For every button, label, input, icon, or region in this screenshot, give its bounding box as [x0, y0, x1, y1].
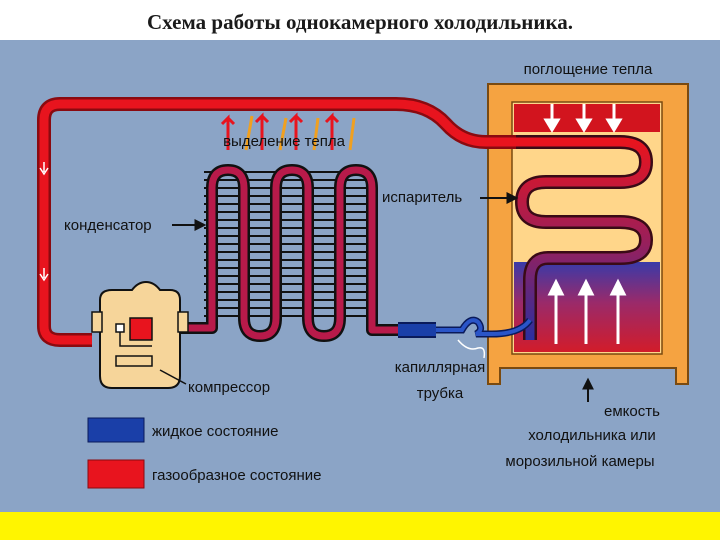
condenser-fins [204, 171, 372, 317]
heat-absorption-arrows [543, 104, 623, 133]
chamber-label-line1: емкость [604, 403, 660, 420]
legend-liquid-label: жидкое состояние [152, 423, 278, 440]
legend-gas-label: газообразное состояние [152, 467, 322, 484]
flow-arrows-left [39, 162, 49, 282]
page-title: Схема работы однокамерного холодильника. [147, 10, 573, 34]
legend: жидкое состояние газообразное состояние [87, 417, 322, 489]
diagram-panel: поглощение тепла выделение тепла испарит… [0, 40, 720, 512]
compressor-label: компрессор [188, 379, 270, 396]
condenser-label: конденсатор [64, 217, 152, 234]
chamber-label-line2: холодильника или [528, 427, 656, 444]
heat-release-label: выделение тепла [223, 133, 346, 150]
capillary-pointer [457, 339, 486, 359]
liquid-pipe [398, 316, 533, 338]
heat-flow-arrows [547, 278, 627, 344]
capillary-label-line2: трубка [417, 385, 464, 402]
chamber-label-line3: морозильной камеры [505, 453, 654, 470]
compressor-pointer [159, 369, 187, 385]
heat-absorption-label: поглощение тепла [524, 61, 653, 78]
capillary-label-line1: капиллярная [395, 359, 485, 376]
bottom-bar [0, 512, 720, 540]
legend-gas-swatch [87, 459, 145, 489]
heat-release-arrows [220, 112, 356, 151]
legend-liquid-swatch [87, 417, 145, 443]
evaporator-label: испаритель [382, 189, 462, 206]
compressor [91, 280, 189, 389]
refrigerator-chamber [487, 83, 689, 385]
